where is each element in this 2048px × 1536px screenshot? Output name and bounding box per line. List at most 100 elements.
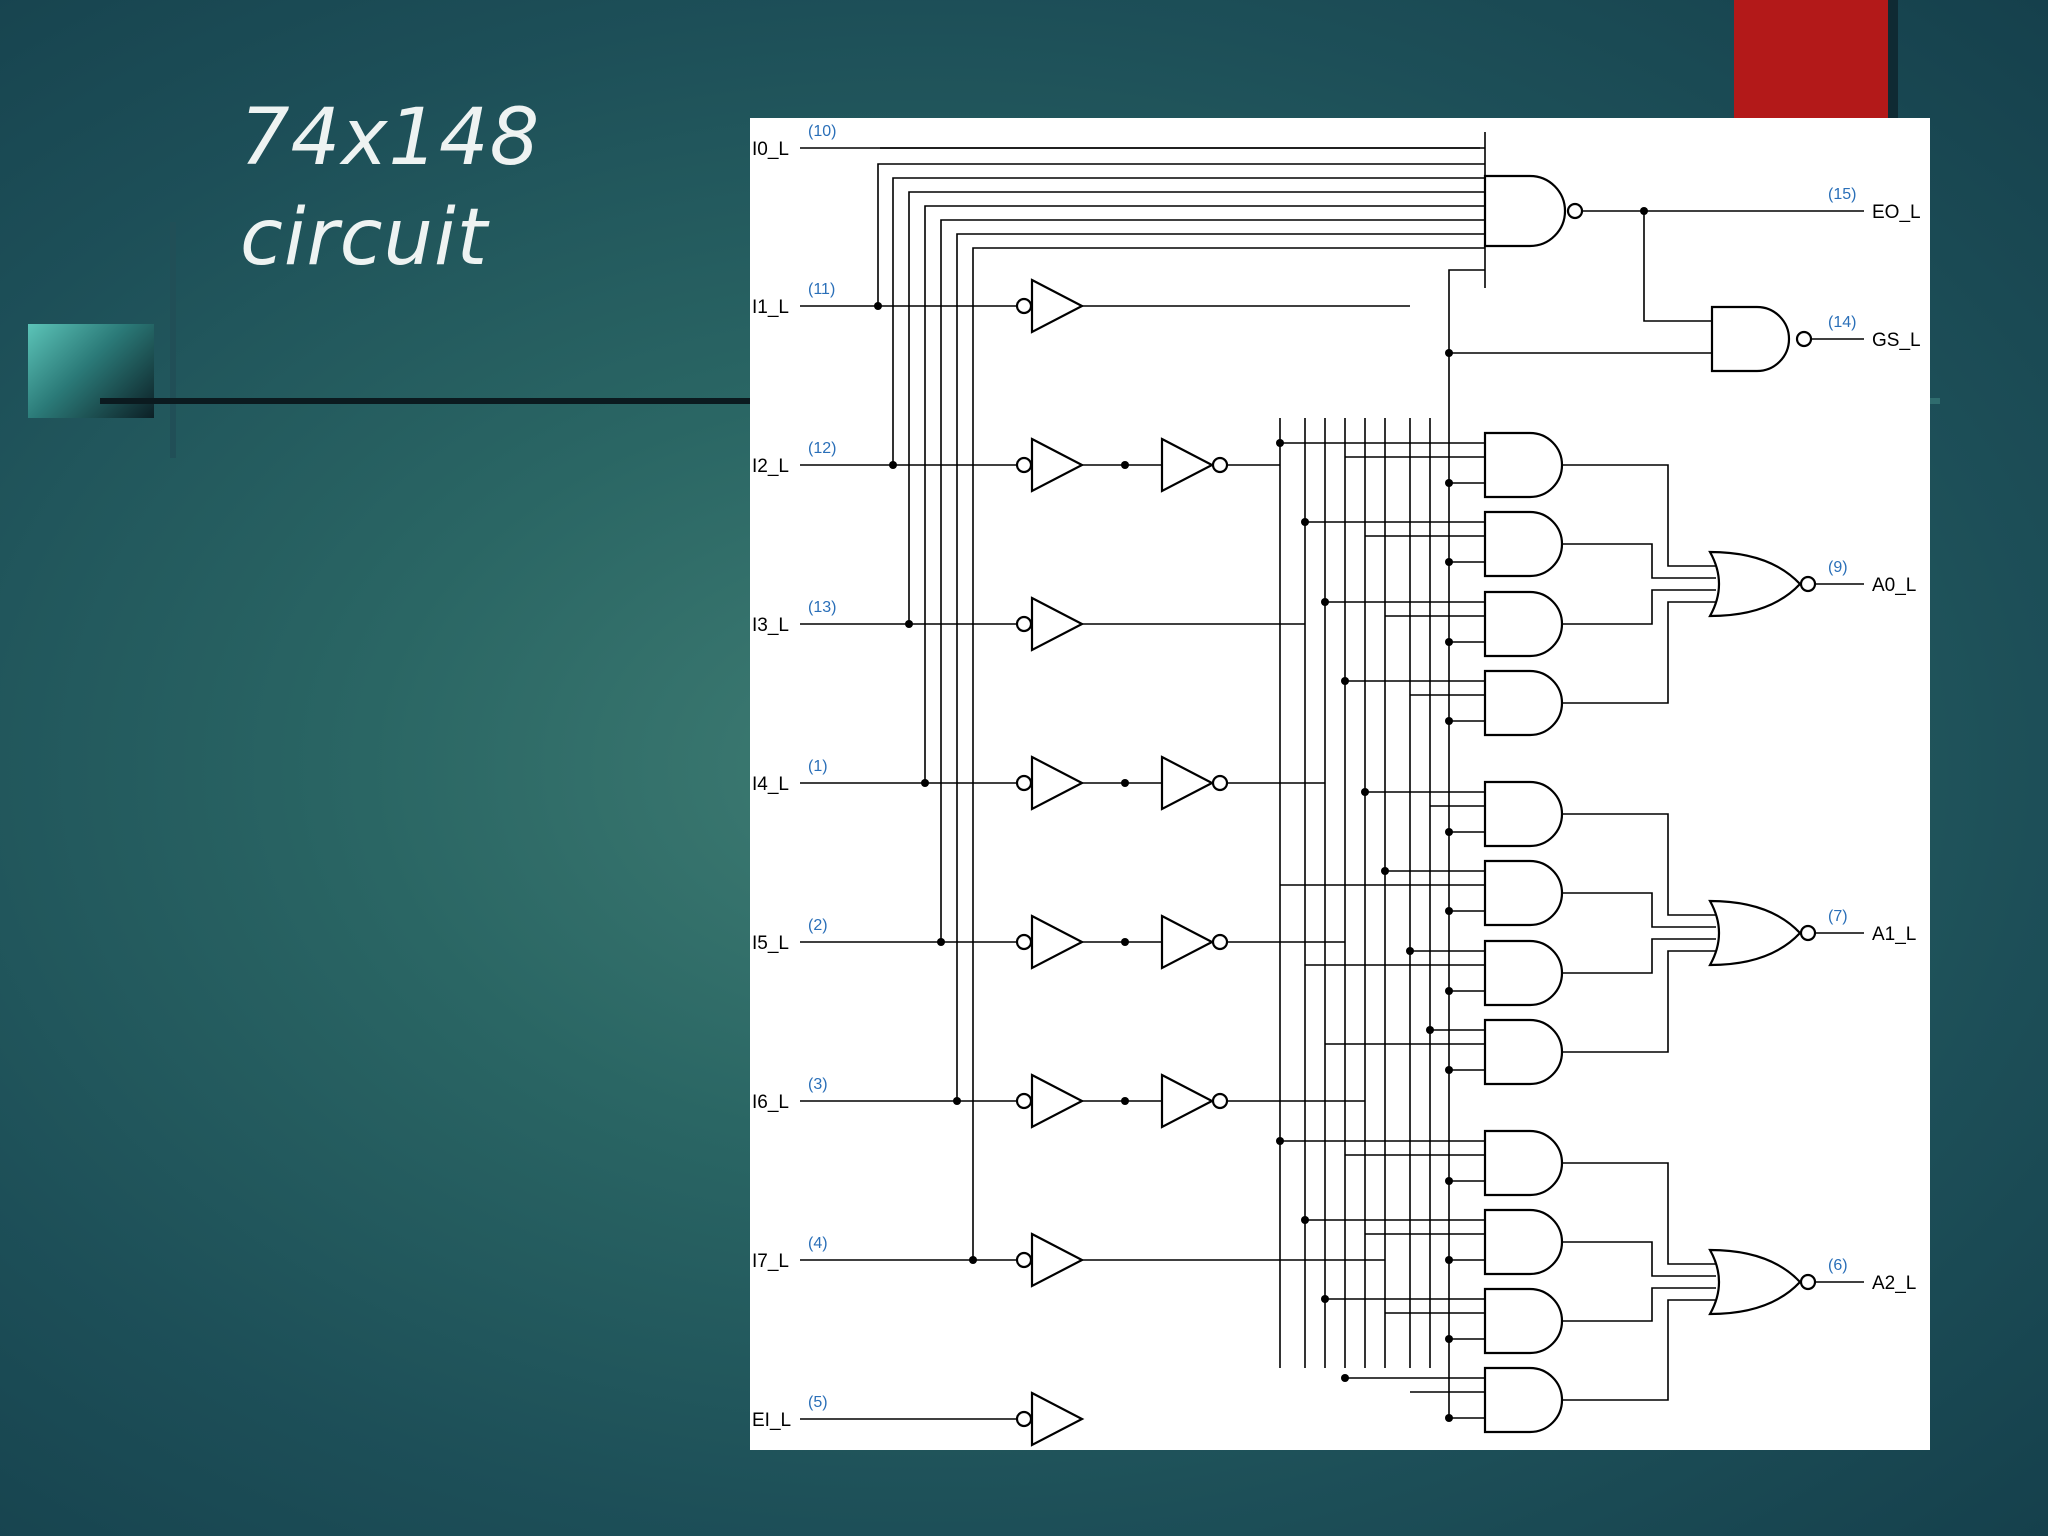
and-to-nor — [1562, 950, 1716, 1053]
input-pin-number: (10) — [808, 123, 836, 140]
and-to-nor — [1562, 1162, 1716, 1265]
junction-dot — [937, 938, 945, 946]
accent-red-block — [1734, 0, 1888, 122]
output-pin-number: (7) — [1828, 908, 1848, 925]
and-gate-6 — [1483, 859, 1564, 927]
junction-dot — [1341, 677, 1349, 685]
and-gate-12 — [1483, 1366, 1564, 1434]
junction-dot — [1445, 717, 1453, 725]
junction-dot — [1341, 1374, 1349, 1382]
output-pin-number: (6) — [1828, 1257, 1848, 1274]
junction-dot — [1121, 938, 1129, 946]
output-pin-number: (9) — [1828, 559, 1848, 576]
gs-nand-gate — [1710, 305, 1813, 373]
and-gate-11 — [1483, 1287, 1564, 1355]
junction-dot — [1301, 1216, 1309, 1224]
and-gate-4 — [1483, 669, 1564, 737]
junction-dot — [1640, 207, 1648, 215]
decorative-horizontal-bar — [100, 398, 760, 404]
input-buffer-4 — [1015, 755, 1085, 811]
junction-dot — [921, 779, 929, 787]
inversion-bubble — [1015, 774, 1033, 792]
and-gate-5 — [1483, 780, 1564, 848]
junction-dot — [953, 1097, 961, 1105]
nor-gate-3 — [1708, 1248, 1817, 1316]
and-to-nor — [1562, 813, 1716, 916]
junction-dot — [1121, 1097, 1129, 1105]
and-to-nor — [1562, 601, 1716, 704]
inversion-bubble — [1566, 202, 1584, 220]
inversion-bubble — [1015, 456, 1033, 474]
inversion-bubble — [1211, 456, 1229, 474]
junction-dot — [1301, 518, 1309, 526]
inversion-bubble — [1015, 933, 1033, 951]
junction-dot — [1445, 1066, 1453, 1074]
inversion-bubble — [1795, 330, 1813, 348]
circuit-diagram: I0_L(10)I1_L(11)I2_L(12)I3_L(13)I4_L(1)I… — [752, 123, 1921, 1447]
and-gate-9 — [1483, 1129, 1564, 1197]
input-buffer-5 — [1015, 914, 1085, 970]
input-buffer-7 — [1015, 1232, 1085, 1288]
input-pin-number: (1) — [808, 758, 828, 775]
input-label: I1_L — [752, 297, 789, 318]
input-pin-number: (4) — [808, 1235, 828, 1252]
junction-dot — [889, 461, 897, 469]
inverter-5 — [1160, 914, 1229, 970]
junction-dot — [1445, 349, 1453, 357]
eo-bus — [940, 219, 1485, 942]
junction-dot — [1445, 479, 1453, 487]
input-pin-number: (11) — [808, 281, 835, 298]
inversion-bubble — [1211, 933, 1229, 951]
inversion-bubble — [1015, 615, 1033, 633]
output-label: A1_L — [1872, 924, 1916, 945]
junction-dot — [874, 302, 882, 310]
and-gate-7 — [1483, 939, 1564, 1007]
gs-input-a — [1643, 211, 1712, 322]
nor-gate-1 — [1708, 550, 1817, 618]
circuit-diagram-panel: I0_L(10)I1_L(11)I2_L(12)I3_L(13)I4_L(1)I… — [750, 118, 1930, 1450]
inverter-4 — [1160, 755, 1229, 811]
junction-dot — [1321, 1295, 1329, 1303]
eo-bus — [877, 163, 1485, 306]
inversion-bubble — [1799, 1273, 1817, 1291]
junction-dots — [874, 207, 1648, 1422]
inversion-bubble — [1799, 924, 1817, 942]
input-buffer-8 — [1015, 1391, 1085, 1447]
inversion-bubble — [1015, 1251, 1033, 1269]
input-pin-number: (3) — [808, 1076, 828, 1093]
junction-dot — [1445, 1335, 1453, 1343]
input-pin-number: (2) — [808, 917, 828, 934]
slide-title-line2: circuit — [240, 193, 489, 283]
junction-dot — [1406, 947, 1414, 955]
input-label: I0_L — [752, 139, 789, 160]
eo-nand-gate — [1483, 174, 1584, 248]
inversion-bubble — [1015, 1410, 1033, 1428]
and-gate-1 — [1483, 431, 1564, 499]
and-gate-2 — [1483, 510, 1564, 578]
eo-bus — [956, 233, 1485, 1101]
input-label: I2_L — [752, 456, 789, 477]
and-to-nor — [1562, 1299, 1716, 1401]
and-gate-3 — [1483, 590, 1564, 658]
output-label: EO_L — [1872, 202, 1921, 223]
input-buffer-2 — [1015, 437, 1085, 493]
input-pin-number: (5) — [808, 1394, 828, 1411]
output-label: A0_L — [1872, 575, 1916, 596]
slide-title: 74x148 circuit — [240, 88, 540, 288]
input-label: I4_L — [752, 774, 789, 795]
junction-dot — [1445, 1414, 1453, 1422]
slide-title-line1: 74x148 — [240, 93, 541, 183]
and-gate-8 — [1483, 1018, 1564, 1086]
junction-dot — [1121, 461, 1129, 469]
and-to-nor — [1562, 892, 1716, 928]
junction-dot — [1121, 779, 1129, 787]
inversion-bubble — [1799, 575, 1817, 593]
inverter-6 — [1160, 1073, 1229, 1129]
output-pin-number: (14) — [1828, 314, 1856, 331]
junction-dot — [1445, 1177, 1453, 1185]
inversion-bubble — [1015, 297, 1033, 315]
junction-dot — [905, 620, 913, 628]
inversion-bubble — [1015, 1092, 1033, 1110]
inversion-bubble — [1211, 774, 1229, 792]
eo-bus — [924, 205, 1485, 783]
